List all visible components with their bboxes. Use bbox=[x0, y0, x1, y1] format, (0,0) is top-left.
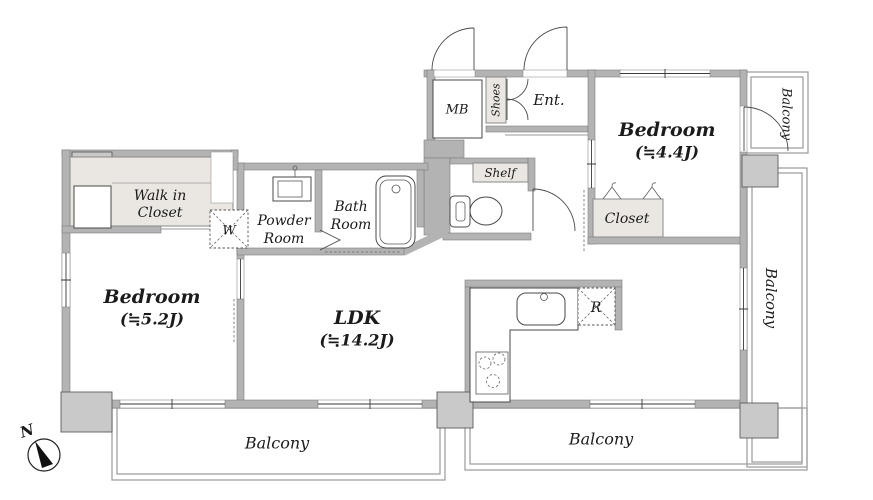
shelf-label: Shelf bbox=[484, 166, 518, 180]
walk-in-closet-cabinet bbox=[73, 185, 112, 229]
bedroom-right-size: (≒4.4J) bbox=[635, 143, 699, 162]
windows bbox=[61, 69, 748, 409]
refrigerator-label: R bbox=[590, 300, 602, 316]
balcony-door-gap bbox=[739, 105, 748, 153]
walk-in-closet-label: Walk in bbox=[134, 188, 186, 204]
window bbox=[619, 69, 711, 78]
balcony-bottom-right-label: Balcony bbox=[568, 430, 634, 449]
stove-icon bbox=[475, 351, 509, 395]
washing-machine-box bbox=[209, 209, 249, 249]
compass-icon: N bbox=[17, 420, 61, 472]
closet-label: Closet bbox=[605, 211, 650, 227]
window bbox=[119, 399, 226, 409]
bathtub-icon bbox=[375, 175, 416, 249]
hanger-icon bbox=[642, 182, 662, 200]
bath-room-label: Bath bbox=[333, 199, 367, 215]
kitchen-sink-icon bbox=[516, 292, 566, 326]
bedroom-left-size: (≒5.2J) bbox=[120, 310, 184, 329]
bedroom-right-name: Bedroom bbox=[618, 119, 716, 141]
powder-room-label: Powder bbox=[256, 213, 312, 229]
bath-folding-door bbox=[319, 229, 342, 251]
meter-box-label: MB bbox=[445, 103, 469, 118]
washing-machine-label: W bbox=[222, 224, 237, 239]
shoes-label: Shoes bbox=[490, 83, 503, 117]
kitchen-counter bbox=[469, 287, 579, 403]
vanity-sink-icon bbox=[272, 165, 312, 202]
balcony-top-right-label: Balcony bbox=[779, 87, 794, 141]
balcony-bottom-left-label: Balcony bbox=[244, 434, 310, 453]
walk-in-closet-door bbox=[210, 151, 234, 204]
entrance-door-gap bbox=[522, 69, 568, 78]
shelf-cabinet bbox=[472, 162, 529, 183]
door-arcs bbox=[233, 26, 789, 343]
entrance-label: Ent. bbox=[532, 91, 564, 109]
ldk-name: LDK bbox=[333, 307, 382, 329]
ldk-size: (≒14.2J) bbox=[319, 331, 394, 350]
sliding-door bbox=[587, 139, 596, 189]
meter-box-door-gap bbox=[433, 69, 476, 78]
entrance-door-arc bbox=[523, 26, 568, 71]
toilet-icon bbox=[449, 195, 503, 228]
balcony-top-right-outline bbox=[745, 71, 809, 154]
svg-text:Closet: Closet bbox=[138, 205, 183, 221]
shoes-cabinet bbox=[485, 76, 507, 124]
fixtures bbox=[209, 79, 616, 403]
closet-box bbox=[592, 198, 664, 238]
balcony-right-label: Balcony bbox=[762, 267, 780, 329]
window bbox=[317, 399, 423, 409]
storage bbox=[69, 76, 664, 238]
pillar-bottom-left bbox=[60, 391, 113, 433]
meter-box-door-arc bbox=[431, 27, 475, 71]
window bbox=[739, 267, 748, 351]
refrigerator-box bbox=[577, 287, 616, 326]
pillar-bottom-middle bbox=[436, 391, 474, 429]
toilet-door-arc bbox=[532, 188, 576, 232]
labels: Walk in Closet Powder Room Bath Room MB … bbox=[103, 83, 794, 453]
pillar-bottom-right bbox=[739, 402, 779, 439]
bedroom-balcony-door-arc bbox=[743, 106, 789, 152]
sliding-door bbox=[236, 258, 245, 300]
hanger-icon bbox=[602, 182, 622, 200]
window bbox=[61, 252, 71, 308]
pillar-right-upper bbox=[741, 154, 779, 188]
compass-north-label: N bbox=[17, 420, 38, 442]
shoe-cabinet-doors bbox=[506, 78, 529, 121]
svg-text:Room: Room bbox=[330, 217, 372, 233]
meter-box bbox=[432, 79, 483, 139]
interior-walls bbox=[61, 69, 748, 409]
bedroom-left-name: Bedroom bbox=[103, 286, 201, 308]
compass-needle bbox=[35, 441, 53, 468]
window bbox=[589, 399, 696, 409]
svg-text:Room: Room bbox=[263, 231, 305, 247]
